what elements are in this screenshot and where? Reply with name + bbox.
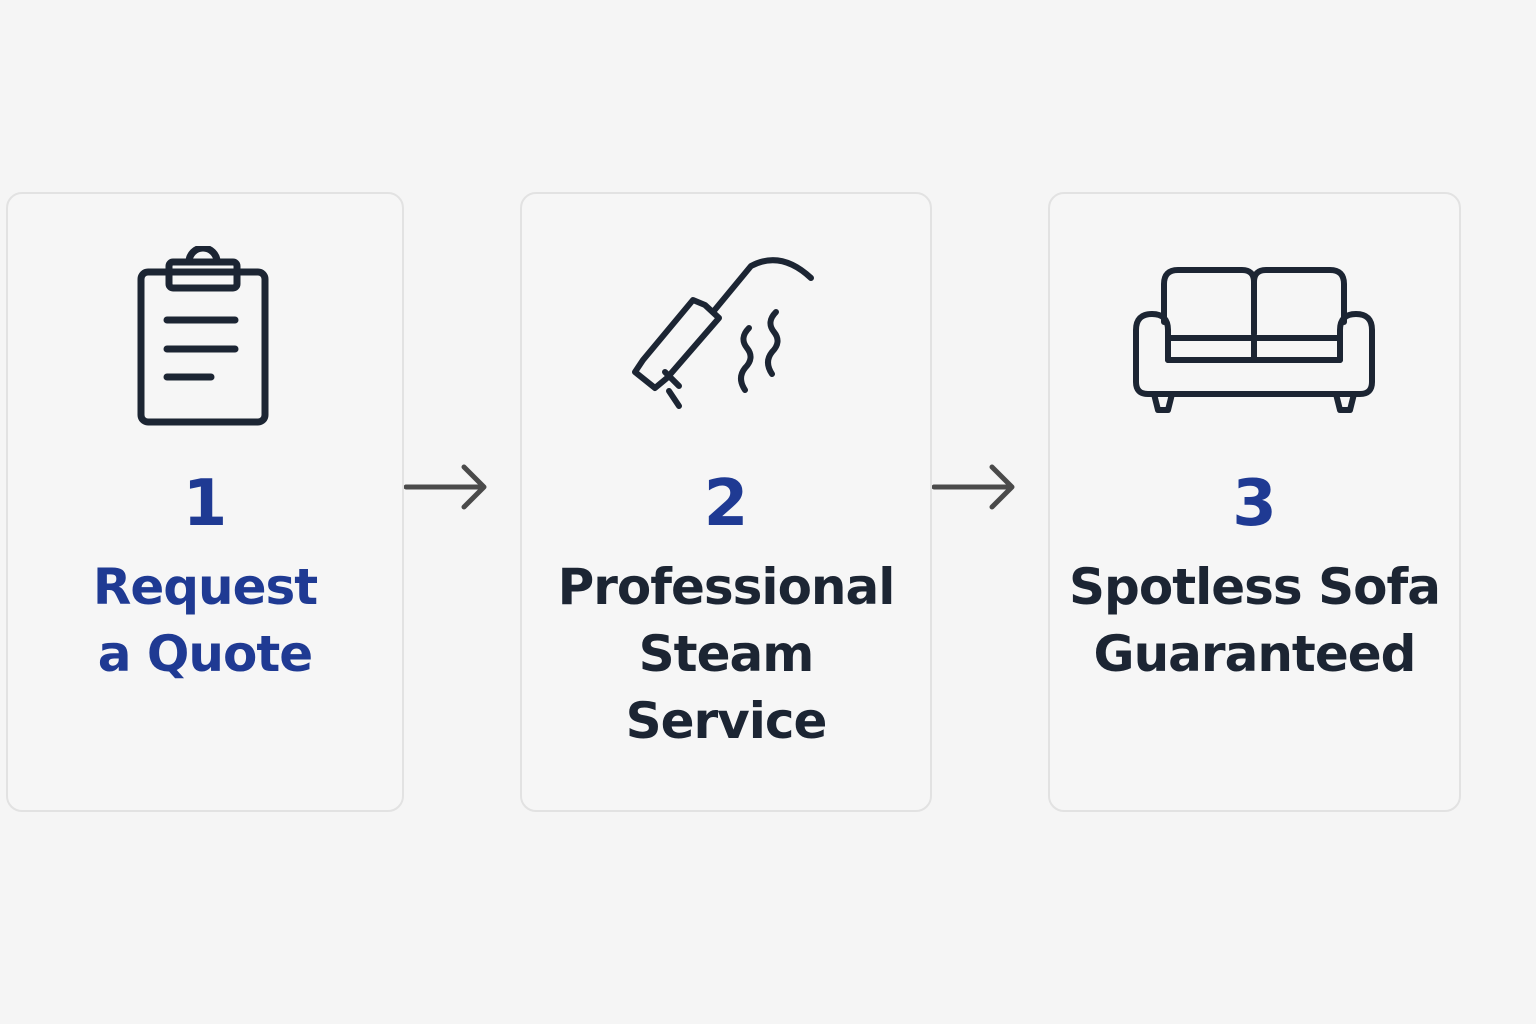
step-number: 1 (182, 467, 228, 541)
step-label: Professional Steam Service (522, 554, 930, 755)
step-card-steam-service: 2 Professional Steam Service (520, 192, 932, 812)
step-label-line: Steam (638, 625, 815, 683)
clipboard-icon (8, 246, 402, 432)
step-number: 2 (703, 467, 749, 541)
step-label-line: Request (92, 558, 318, 616)
step-label-line: Guaranteed (1093, 625, 1417, 683)
clipboard-icon-graphic (137, 246, 269, 426)
step-label-line: Spotless Sofa (1069, 558, 1441, 616)
step-label-line: a Quote (97, 625, 313, 683)
step-label-line: Professional (557, 558, 896, 616)
steam-wand-icon-graphic (632, 257, 814, 409)
sofa-icon-graphic (1132, 267, 1375, 413)
sofa-icon (1050, 246, 1459, 432)
step-label-line: Service (625, 692, 828, 750)
steam-wand-icon (522, 246, 930, 432)
step-label: Spotless Sofa Guaranteed (1050, 554, 1459, 688)
step-label: Request a Quote (8, 554, 402, 688)
flow-arrow-icon (931, 462, 1016, 512)
flow-arrow-icon (403, 462, 488, 512)
step-number: 3 (1232, 467, 1277, 541)
step-card-spotless-sofa: 3 Spotless Sofa Guaranteed (1048, 192, 1461, 812)
step-card-request-quote: 1 Request a Quote (6, 192, 404, 812)
